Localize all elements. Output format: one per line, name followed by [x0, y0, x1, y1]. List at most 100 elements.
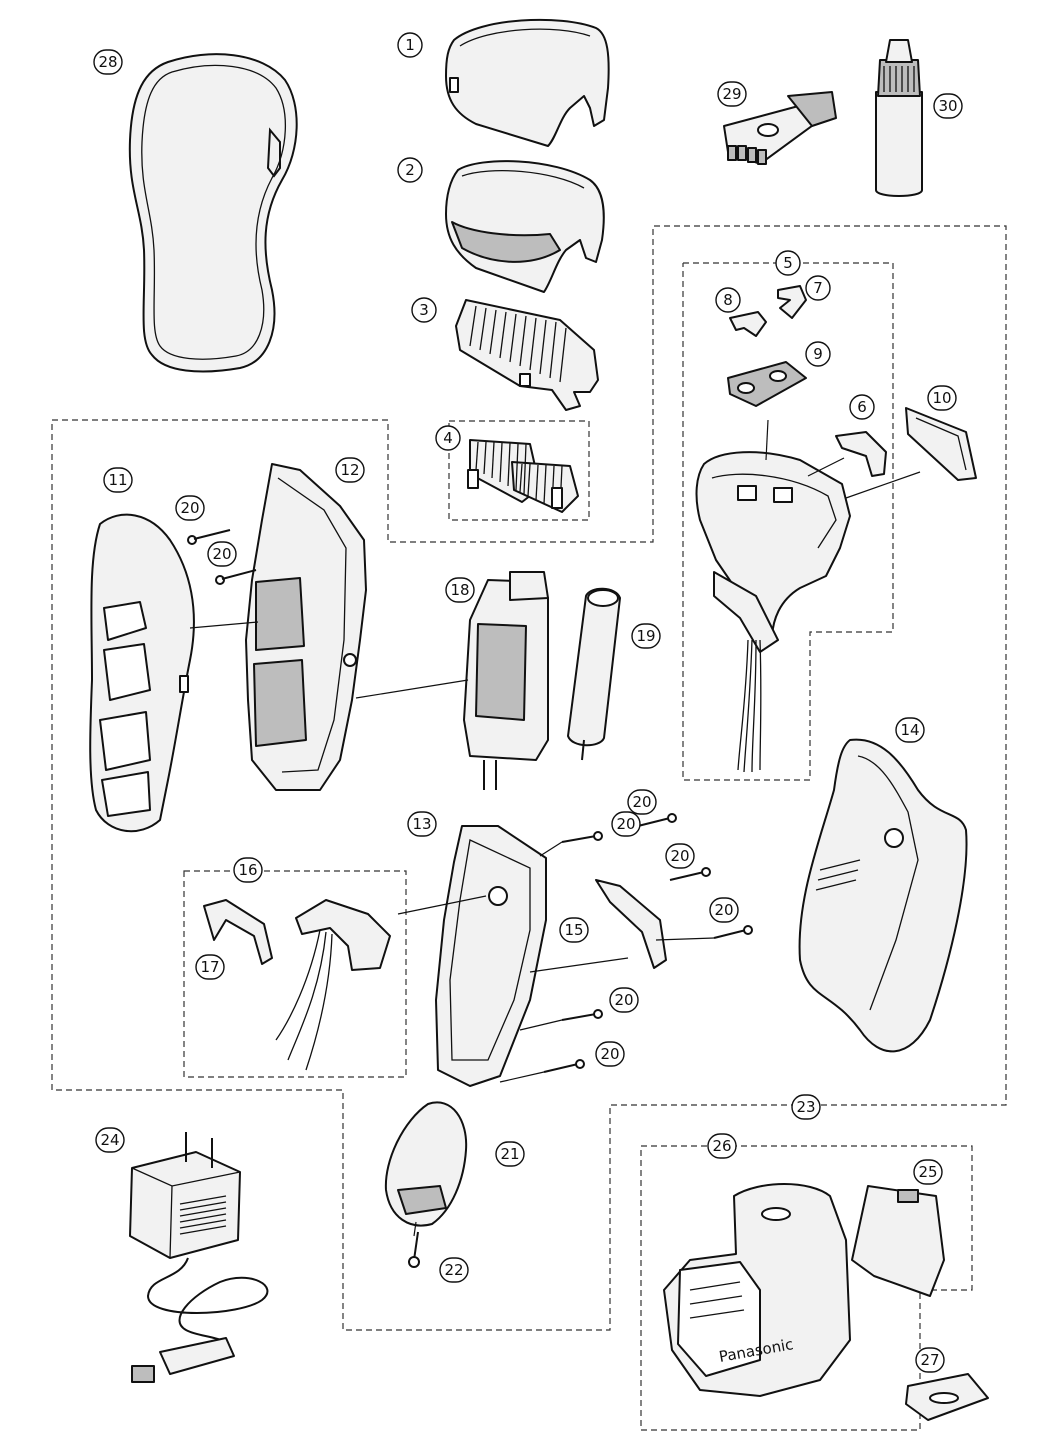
- part-14-rear-housing: [798, 738, 968, 1053]
- callout-20c: 20: [611, 811, 641, 837]
- part-16-holder: [275, 899, 391, 1071]
- part-30-oil-bottle: [875, 39, 923, 197]
- callout-2: 2: [397, 157, 423, 183]
- svg-text:5: 5: [783, 254, 793, 272]
- svg-text:10: 10: [932, 389, 951, 407]
- svg-text:20: 20: [614, 991, 633, 1009]
- svg-text:2: 2: [405, 161, 415, 179]
- callout-20d: 20: [627, 789, 657, 815]
- callout-10: 10: [927, 385, 957, 411]
- callout-20a: 20: [175, 495, 205, 521]
- callout-1: 1: [397, 32, 423, 58]
- svg-text:17: 17: [200, 958, 219, 976]
- callout-30: 30: [933, 93, 963, 119]
- callout-22: 22: [439, 1257, 469, 1283]
- callout-5: 5: [775, 250, 801, 276]
- callout-13: 13: [407, 811, 437, 837]
- callout-24: 24: [95, 1127, 125, 1153]
- callout-20b: 20: [207, 541, 237, 567]
- leader-lines: [189, 419, 921, 1237]
- callout-21: 21: [495, 1141, 525, 1167]
- svg-text:20: 20: [212, 545, 231, 563]
- part-8-clip: [729, 311, 767, 337]
- part-15-bracket: [595, 879, 667, 969]
- callout-25: 25: [913, 1159, 943, 1185]
- svg-text:11: 11: [108, 471, 127, 489]
- part-24-ac-adaptor: [129, 1132, 269, 1383]
- svg-text:13: 13: [412, 815, 431, 833]
- part-6-bracket: [835, 431, 887, 477]
- callout-4: 4: [435, 425, 461, 451]
- part-7-clip: [777, 285, 807, 319]
- part-2-outer-foil-cap: [445, 160, 605, 293]
- svg-text:20: 20: [632, 793, 651, 811]
- svg-text:23: 23: [796, 1098, 815, 1116]
- svg-text:3: 3: [419, 301, 429, 319]
- part-11-front-housing: [89, 513, 195, 833]
- part-1-protective-cap: [445, 18, 610, 147]
- svg-text:27: 27: [920, 1351, 939, 1369]
- part-3-foil-frame: [455, 299, 599, 411]
- callout-3: 3: [411, 297, 437, 323]
- part-17-holder: [203, 899, 273, 965]
- svg-text:20: 20: [180, 499, 199, 517]
- callout-20e: 20: [665, 843, 695, 869]
- svg-text:18: 18: [450, 581, 469, 599]
- svg-text:25: 25: [918, 1163, 937, 1181]
- part-27-filter: [905, 1373, 989, 1421]
- callout-26: 26: [707, 1133, 737, 1159]
- callout-14: 14: [895, 717, 925, 743]
- callout-18: 18: [445, 577, 475, 603]
- part-26-charging-stand: Panasonic: [663, 1183, 851, 1397]
- svg-text:9: 9: [813, 345, 823, 363]
- callout-12: 12: [335, 457, 365, 483]
- svg-text:4: 4: [443, 429, 453, 447]
- svg-text:15: 15: [564, 921, 583, 939]
- part-12-inner-frame: [245, 463, 367, 791]
- callout-7: 7: [805, 275, 831, 301]
- svg-text:1: 1: [405, 36, 415, 54]
- part-13-rear-frame: [435, 825, 547, 1087]
- svg-text:24: 24: [100, 1131, 119, 1149]
- part-5-head-frame: [695, 451, 851, 773]
- svg-text:16: 16: [238, 861, 257, 879]
- callout-labels: 1 2 3 4 5 6 7 8 9 10 11 12 13 14 15 16 1…: [93, 32, 963, 1373]
- callout-20h: 20: [595, 1041, 625, 1067]
- svg-text:8: 8: [723, 291, 733, 309]
- callout-28: 28: [93, 49, 123, 75]
- callout-9: 9: [805, 341, 831, 367]
- svg-text:20: 20: [600, 1045, 619, 1063]
- svg-text:20: 20: [714, 901, 733, 919]
- svg-text:26: 26: [712, 1137, 731, 1155]
- part-25-cleaning-cartridge: [851, 1185, 945, 1297]
- part-29-cleaning-brush: [723, 91, 837, 165]
- part-10-plate: [905, 407, 977, 481]
- part-9-seal: [727, 361, 807, 407]
- svg-text:22: 22: [444, 1261, 463, 1279]
- svg-text:20: 20: [670, 847, 689, 865]
- part-21-bottom-cover: [384, 1101, 468, 1227]
- part-28-pouch: [128, 53, 298, 373]
- callout-19: 19: [631, 623, 661, 649]
- callout-23: 23: [791, 1094, 821, 1120]
- part-4-inner-blades: [467, 439, 579, 513]
- svg-text:29: 29: [722, 85, 741, 103]
- callout-20f: 20: [709, 897, 739, 923]
- callout-17: 17: [195, 954, 225, 980]
- callout-15: 15: [559, 917, 589, 943]
- callout-20g: 20: [609, 987, 639, 1013]
- group-outlines: [51, 225, 1007, 1431]
- svg-text:12: 12: [340, 461, 359, 479]
- svg-text:30: 30: [938, 97, 957, 115]
- part-18-pcb: [463, 571, 549, 790]
- callout-16: 16: [233, 857, 263, 883]
- svg-text:14: 14: [900, 721, 919, 739]
- svg-text:6: 6: [857, 398, 867, 416]
- svg-text:28: 28: [98, 53, 117, 71]
- svg-text:20: 20: [616, 815, 635, 833]
- svg-text:7: 7: [813, 279, 823, 297]
- callout-6: 6: [849, 394, 875, 420]
- callout-8: 8: [715, 287, 741, 313]
- svg-text:19: 19: [636, 627, 655, 645]
